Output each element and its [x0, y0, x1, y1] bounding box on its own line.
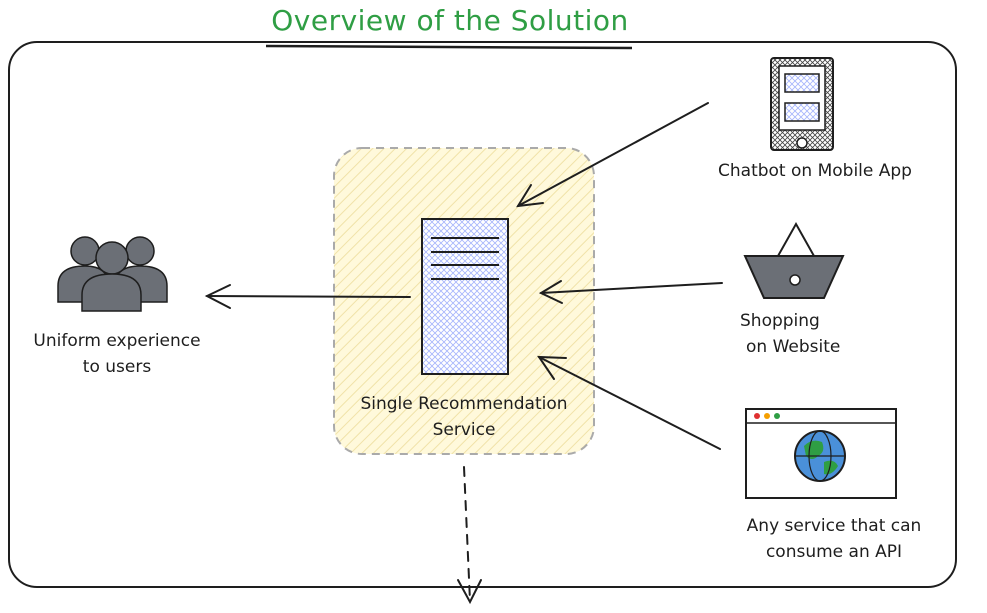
users-label: Uniform experience to users	[12, 328, 222, 380]
arrow-service-down-dashed	[457, 466, 482, 605]
title-underline	[265, 44, 633, 50]
arrow-api-to-service	[537, 355, 721, 450]
shopping-label-line2: on Website	[746, 337, 841, 357]
service-label-line2: Service	[432, 420, 496, 440]
users-label-line1: Uniform experience	[33, 331, 201, 351]
service-label-line1: Single Recommendation	[360, 394, 568, 414]
diagram-title: Overview of the Solution	[271, 4, 629, 37]
service-label: Single Recommendation Service	[334, 391, 594, 443]
mobile-label-line1: Chatbot on Mobile App	[718, 161, 912, 181]
users-label-line2: to users	[82, 357, 152, 377]
api-label-line2: consume an API	[765, 542, 903, 562]
shopping-label-line1: Shopping	[740, 311, 820, 331]
outer-frame	[8, 41, 957, 588]
shopping-label: Shopping on Website	[740, 308, 870, 360]
server-icon	[421, 218, 509, 375]
api-label-line1: Any service that can	[746, 516, 922, 536]
arrow-mobile-to-service	[516, 102, 709, 208]
mobile-label: Chatbot on Mobile App	[690, 158, 940, 184]
arrow-shopping-to-service	[538, 280, 723, 304]
api-label: Any service that can consume an API	[716, 513, 952, 565]
shopping-basket-icon	[743, 221, 845, 299]
users-group-icon	[57, 236, 168, 312]
browser-globe-icon	[745, 408, 897, 499]
arrow-service-to-users	[204, 284, 411, 309]
mobile-phone-icon	[770, 57, 834, 151]
